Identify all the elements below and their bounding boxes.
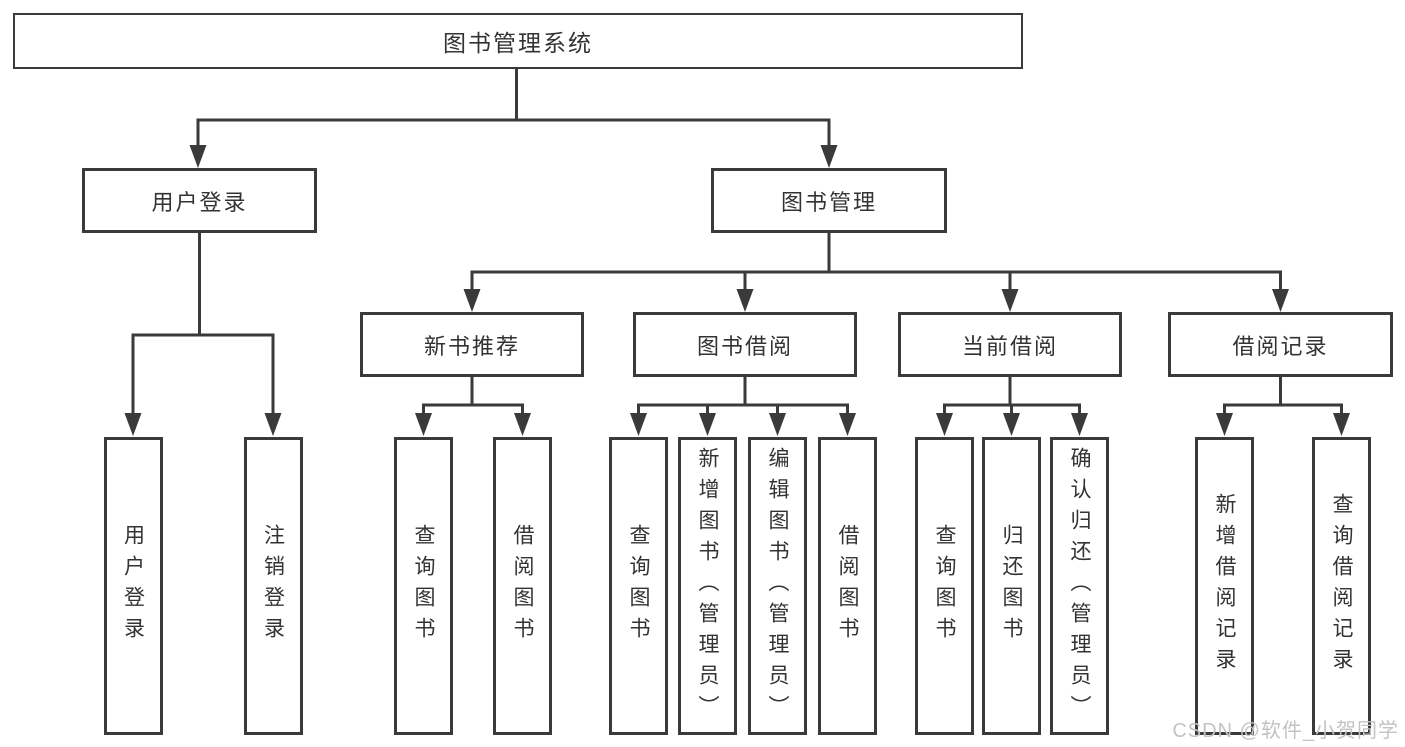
leaf-current-query-books-label: 查询图书 xyxy=(933,524,956,648)
node-book-borrowing: 图书借阅 xyxy=(633,312,857,377)
leaf-borrow-query-books: 查询图书 xyxy=(609,437,668,735)
node-borrowing-records: 借阅记录 xyxy=(1168,312,1393,377)
node-library-system: 图书管理系统 xyxy=(13,13,1023,69)
watermark: CSDN @软件_小贺同学 xyxy=(1172,720,1399,742)
leaf-logout-label: 注销登录 xyxy=(261,524,285,648)
leaf-logout: 注销登录 xyxy=(243,437,303,735)
leaf-recommend-query-books: 查询图书 xyxy=(394,437,453,735)
node-book-management: 图书管理 xyxy=(711,168,947,233)
leaf-borrow-edit-books-admin: 编辑图书（管理员） xyxy=(748,437,807,735)
leaf-records-query-record-label: 查询借阅记录 xyxy=(1330,493,1353,679)
leaf-borrow-borrow-books: 借阅图书 xyxy=(818,437,877,735)
leaf-borrow-add-books-admin-label: 新增图书（管理员） xyxy=(696,446,719,726)
leaf-user-login: 用户登录 xyxy=(103,437,163,735)
leaf-current-confirm-return-admin: 确认归还（管理员） xyxy=(1050,437,1109,735)
leaf-user-login-label: 用户登录 xyxy=(121,524,145,648)
leaf-borrow-edit-books-admin-label: 编辑图书（管理员） xyxy=(766,446,789,726)
leaf-current-confirm-return-admin-label: 确认归还（管理员） xyxy=(1068,446,1091,726)
leaf-borrow-query-books-label: 查询图书 xyxy=(627,524,650,648)
leaf-recommend-borrow-books: 借阅图书 xyxy=(493,437,552,735)
leaf-current-query-books: 查询图书 xyxy=(915,437,974,735)
node-current-borrowing: 当前借阅 xyxy=(898,312,1122,377)
node-user-login: 用户登录 xyxy=(82,168,317,233)
leaf-borrow-borrow-books-label: 借阅图书 xyxy=(836,524,859,648)
leaf-current-return-books-label: 归还图书 xyxy=(1000,524,1023,648)
leaf-records-add-record: 新增借阅记录 xyxy=(1195,437,1254,735)
leaf-records-query-record: 查询借阅记录 xyxy=(1312,437,1371,735)
leaf-recommend-query-books-label: 查询图书 xyxy=(412,524,435,648)
leaf-current-return-books: 归还图书 xyxy=(982,437,1041,735)
leaf-recommend-borrow-books-label: 借阅图书 xyxy=(511,524,534,648)
leaf-records-add-record-label: 新增借阅记录 xyxy=(1213,493,1236,679)
connector-arrowheads xyxy=(124,145,1350,436)
leaf-borrow-add-books-admin: 新增图书（管理员） xyxy=(678,437,737,735)
node-new-book-recommend: 新书推荐 xyxy=(360,312,584,377)
